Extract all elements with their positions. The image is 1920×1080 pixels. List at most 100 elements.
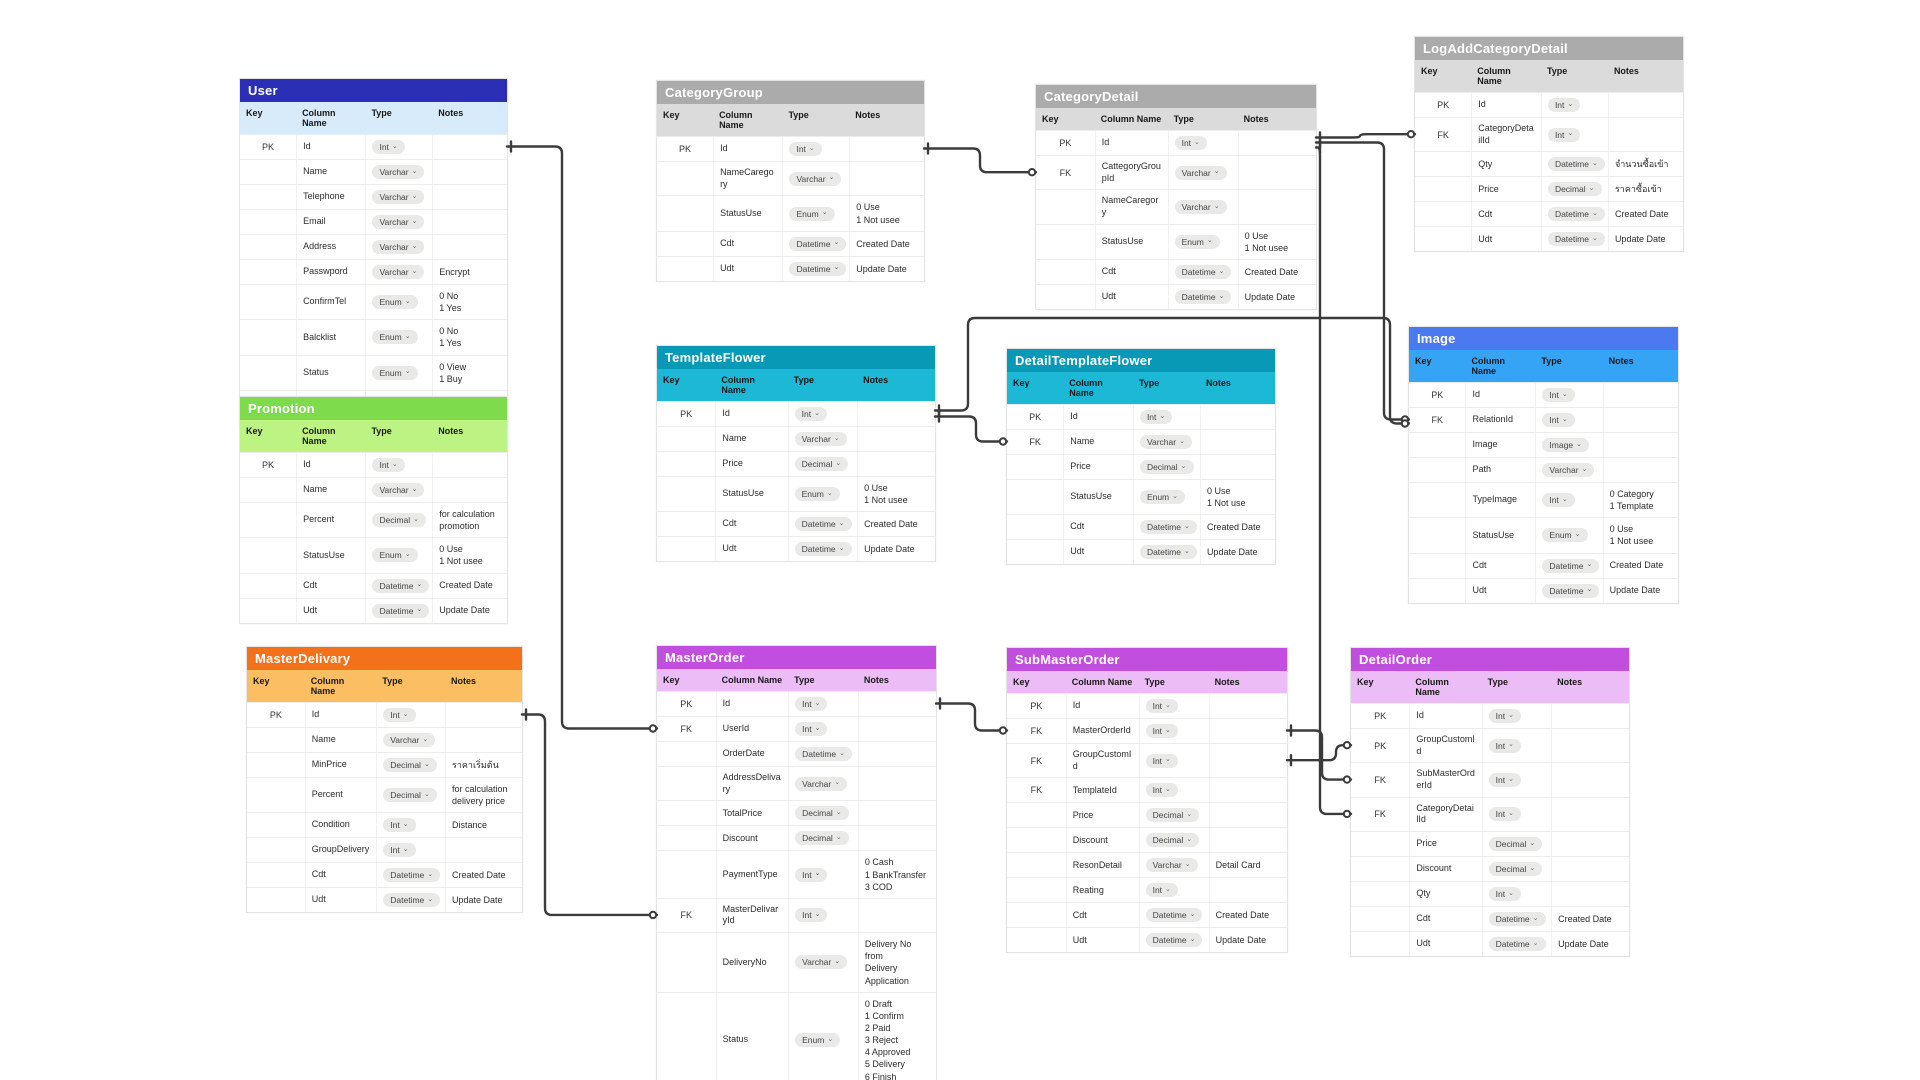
- table-row[interactable]: NameCaregory Varchar ⌄: [657, 161, 924, 196]
- type-dropdown[interactable]: Datetime ⌄: [1139, 545, 1197, 560]
- type-dropdown[interactable]: Datetime ⌄: [1174, 290, 1232, 305]
- type-dropdown[interactable]: Enum ⌄: [1542, 528, 1588, 543]
- type-dropdown[interactable]: Decimal ⌄: [1488, 862, 1543, 877]
- type-dropdown[interactable]: Decimal ⌄: [1145, 808, 1200, 823]
- table-row[interactable]: StatusUse Enum ⌄ 0 Use 1 Not usee: [657, 195, 924, 231]
- table-row[interactable]: Udt Datetime ⌄ Update Date: [1415, 226, 1683, 252]
- table-row[interactable]: Cdt Datetime ⌄ Created Date: [1036, 259, 1316, 285]
- type-dropdown[interactable]: Decimal ⌄: [372, 513, 427, 528]
- type-dropdown[interactable]: Varchar ⌄: [1139, 435, 1192, 449]
- table-row[interactable]: Discount Decimal ⌄: [657, 825, 936, 851]
- type-dropdown[interactable]: Int ⌄: [1542, 388, 1575, 402]
- table-title-bar[interactable]: Image: [1409, 327, 1678, 350]
- table-row[interactable]: Price Decimal ⌄: [1007, 802, 1287, 828]
- table-row[interactable]: Path Varchar ⌄: [1409, 457, 1678, 482]
- type-dropdown[interactable]: Int ⌄: [795, 722, 828, 736]
- type-dropdown[interactable]: Varchar ⌄: [372, 165, 425, 179]
- table-title-bar[interactable]: TemplateFlower: [657, 346, 935, 369]
- table-row[interactable]: PK Id Int ⌄: [657, 691, 936, 716]
- table-row[interactable]: StatusUse Enum ⌄ 0 Use 1 Not use: [1007, 479, 1275, 515]
- type-dropdown[interactable]: Int ⌄: [1488, 887, 1521, 902]
- type-dropdown[interactable]: Int ⌄: [1542, 493, 1575, 508]
- table-row[interactable]: Udt Datetime ⌄ Update Date: [657, 255, 924, 281]
- type-dropdown[interactable]: Int ⌄: [1488, 738, 1521, 753]
- type-dropdown[interactable]: Varchar ⌄: [372, 190, 425, 204]
- type-dropdown[interactable]: Datetime ⌄: [1174, 265, 1232, 280]
- table-row[interactable]: Udt Datetime ⌄ Update Date: [1036, 284, 1316, 310]
- table-row[interactable]: Discount Decimal ⌄: [1351, 856, 1629, 882]
- table-row[interactable]: PK Id Int ⌄: [1351, 703, 1629, 728]
- type-dropdown[interactable]: Int ⌄: [1145, 724, 1178, 738]
- table-row[interactable]: Name Varchar ⌄: [657, 426, 935, 451]
- type-dropdown[interactable]: Varchar ⌄: [1542, 463, 1595, 477]
- table-row[interactable]: FK MasterOrderId Int ⌄: [1007, 718, 1287, 743]
- type-dropdown[interactable]: Enum ⌄: [372, 295, 418, 310]
- table-row[interactable]: Cdt Datetime ⌄ Created Date: [657, 511, 935, 537]
- table-row[interactable]: Cdt Datetime ⌄ Created Date: [1007, 514, 1275, 540]
- table-row[interactable]: Name Varchar ⌄: [240, 159, 507, 184]
- table-row[interactable]: FK GroupCustomId Int ⌄: [1007, 743, 1287, 778]
- entity-table-submasterorder[interactable]: SubMasterOrder Key Column Name Type Note…: [1006, 647, 1288, 954]
- type-dropdown[interactable]: Decimal ⌄: [1139, 460, 1194, 474]
- entity-table-categorygroup[interactable]: CategoryGroup Key Column Name Type Notes…: [656, 80, 925, 282]
- table-row[interactable]: Udt Datetime ⌄ Update Date: [1409, 577, 1678, 603]
- entity-table-image[interactable]: Image Key Column Name Type Notes PK Id I…: [1408, 326, 1679, 604]
- type-dropdown[interactable]: Datetime ⌄: [372, 603, 430, 618]
- type-dropdown[interactable]: Enum ⌄: [372, 330, 418, 345]
- type-dropdown[interactable]: Varchar ⌄: [372, 483, 425, 497]
- table-row[interactable]: FK CategoryDetailId Int ⌄: [1351, 796, 1629, 832]
- type-dropdown[interactable]: Varchar ⌄: [1145, 858, 1198, 873]
- type-dropdown[interactable]: Datetime ⌄: [794, 517, 852, 532]
- type-dropdown[interactable]: Decimal ⌄: [383, 788, 437, 803]
- table-row[interactable]: Name Varchar ⌄: [247, 727, 522, 752]
- table-row[interactable]: FK CategoryDetailId Int ⌄: [1415, 117, 1683, 152]
- type-dropdown[interactable]: Datetime ⌄: [789, 236, 847, 251]
- table-row[interactable]: FK MasterDelivaryId Int ⌄: [657, 897, 936, 933]
- table-row[interactable]: NameCaregory Varchar ⌄: [1036, 189, 1316, 224]
- type-dropdown[interactable]: Enum ⌄: [1139, 490, 1186, 505]
- table-row[interactable]: AddressDelivary Varchar ⌄: [657, 766, 936, 801]
- type-dropdown[interactable]: Int ⌄: [372, 140, 405, 154]
- table-row[interactable]: Udt Datetime ⌄ Update Date: [1007, 539, 1275, 565]
- type-dropdown[interactable]: Int ⌄: [795, 697, 828, 711]
- table-row[interactable]: GroupDelivery Int ⌄: [247, 837, 522, 863]
- type-dropdown[interactable]: Decimal ⌄: [1488, 837, 1543, 852]
- type-dropdown[interactable]: Datetime ⌄: [1139, 520, 1197, 535]
- table-row[interactable]: Balcklist Enum ⌄ 0 No 1 Yes: [240, 319, 507, 355]
- table-row[interactable]: Udt Datetime ⌄ Update Date: [240, 597, 507, 623]
- type-dropdown[interactable]: Varchar ⌄: [372, 240, 425, 254]
- entity-table-templateflower[interactable]: TemplateFlower Key Column Name Type Note…: [656, 345, 936, 563]
- type-dropdown[interactable]: Decimal ⌄: [1547, 182, 1602, 197]
- type-dropdown[interactable]: Datetime ⌄: [383, 868, 441, 883]
- table-row[interactable]: TotalPrice Decimal ⌄: [657, 800, 936, 826]
- type-dropdown[interactable]: Datetime ⌄: [1488, 937, 1546, 952]
- table-row[interactable]: Cdt Datetime ⌄ Created Date: [240, 572, 507, 598]
- type-dropdown[interactable]: Datetime ⌄: [383, 893, 441, 908]
- type-dropdown[interactable]: Int ⌄: [1547, 98, 1581, 112]
- table-row[interactable]: ResonDetail Varchar ⌄ Detail Card: [1007, 852, 1287, 878]
- table-row[interactable]: PK Id Int ⌄: [1409, 382, 1678, 407]
- type-dropdown[interactable]: Int ⌄: [1145, 883, 1178, 898]
- table-title-bar[interactable]: DetailTemplateFlower: [1007, 349, 1275, 372]
- table-row[interactable]: Cdt Datetime ⌄ Created Date: [1409, 552, 1678, 578]
- type-dropdown[interactable]: Int ⌄: [1488, 709, 1521, 723]
- type-dropdown[interactable]: Int ⌄: [383, 708, 416, 722]
- type-dropdown[interactable]: Varchar ⌄: [372, 265, 425, 279]
- table-row[interactable]: Passwpord Varchar ⌄ Encrypt: [240, 259, 507, 284]
- table-title-bar[interactable]: SubMasterOrder: [1007, 648, 1287, 671]
- type-dropdown[interactable]: Int ⌄: [795, 867, 828, 882]
- table-row[interactable]: PK Id Int ⌄: [240, 452, 507, 477]
- table-row[interactable]: TypeImage Int ⌄ 0 Category 1 Template: [1409, 482, 1678, 518]
- type-dropdown[interactable]: Int ⌄: [1145, 699, 1178, 713]
- table-row[interactable]: Image Image ⌄: [1409, 432, 1678, 457]
- type-dropdown[interactable]: Decimal ⌄: [795, 806, 849, 821]
- type-dropdown[interactable]: Decimal ⌄: [1145, 833, 1200, 848]
- type-dropdown[interactable]: Datetime ⌄: [1488, 912, 1546, 927]
- type-dropdown[interactable]: Enum ⌄: [1174, 234, 1220, 249]
- type-dropdown[interactable]: Image ⌄: [1542, 438, 1589, 452]
- entity-table-user[interactable]: User Key Column Name Type Notes PK Id In…: [239, 78, 508, 427]
- table-row[interactable]: PK Id Int ⌄: [1007, 404, 1275, 429]
- table-row[interactable]: Discount Decimal ⌄: [1007, 827, 1287, 853]
- type-dropdown[interactable]: Enum ⌄: [372, 365, 418, 380]
- type-dropdown[interactable]: Int ⌄: [372, 458, 405, 472]
